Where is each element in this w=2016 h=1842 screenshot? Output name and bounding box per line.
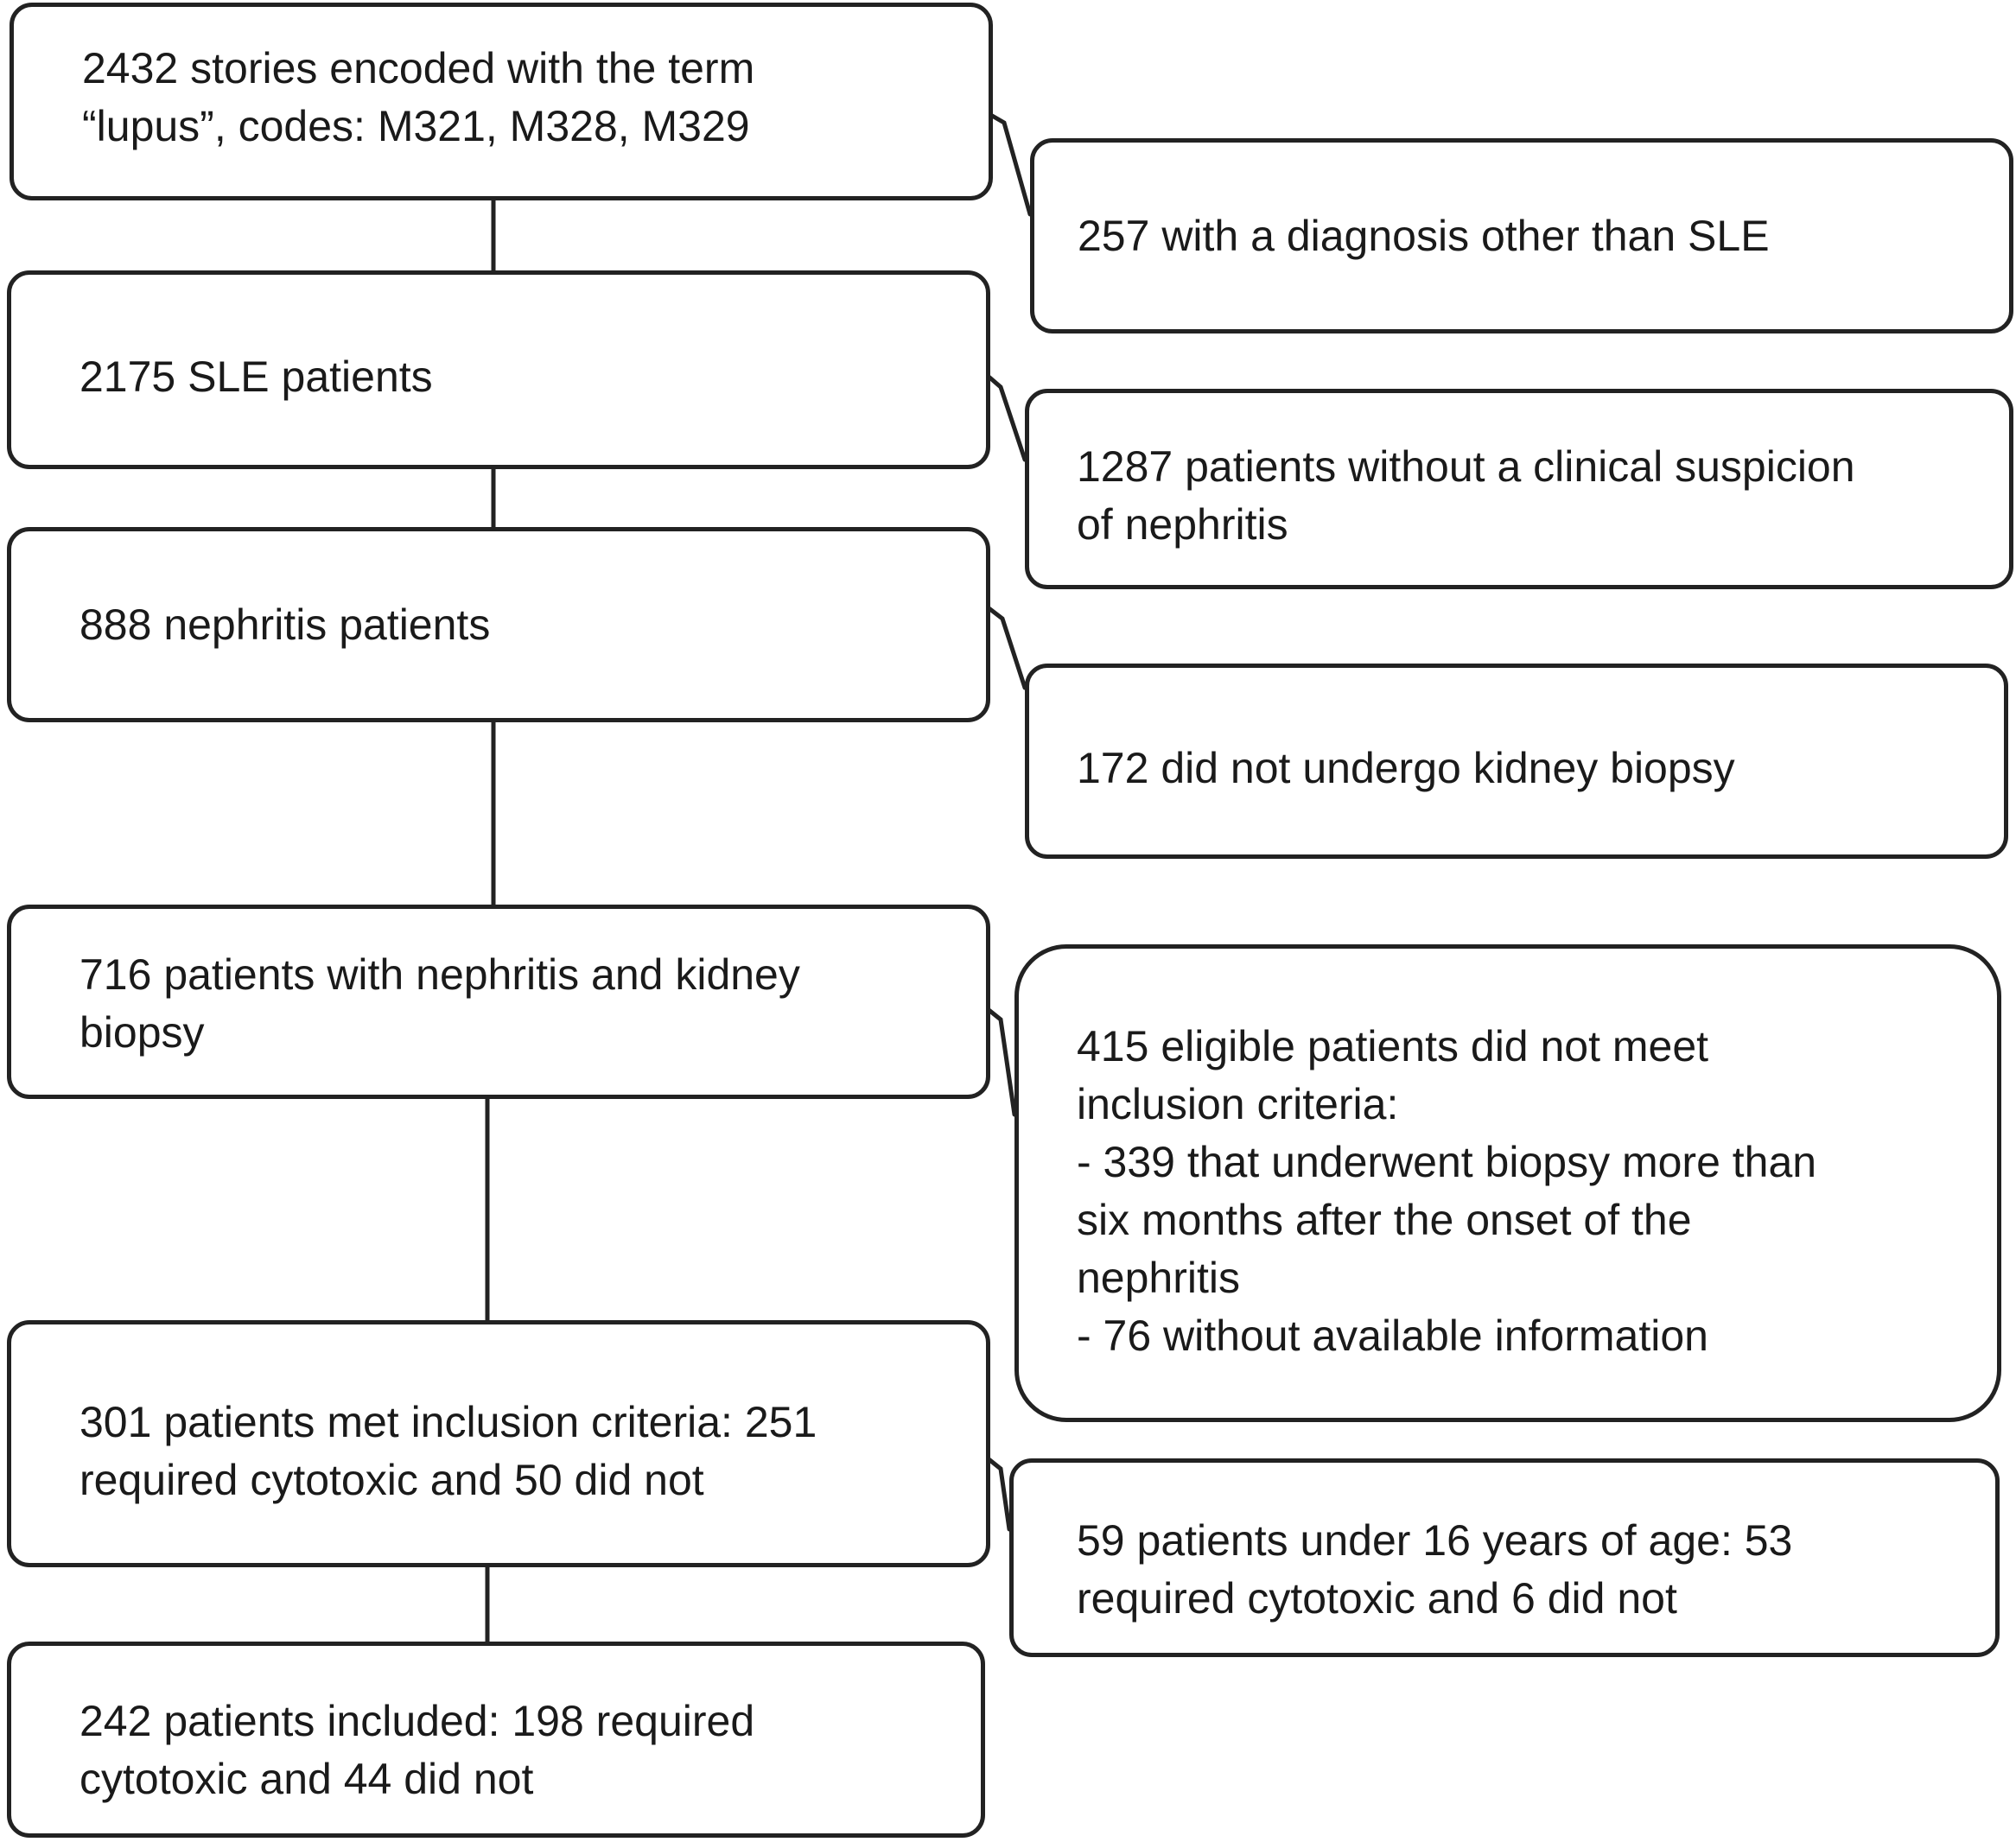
exclusion-box-text: 257 with a diagnosis other than SLE — [1078, 212, 1770, 260]
branch-connector-5 — [985, 1456, 1012, 1532]
exclusion-box-under-16: 59 patients under 16 years of age: 53 re… — [1009, 1458, 2000, 1657]
exclusion-box-no-suspicion: 1287 patients without a clinical suspici… — [1025, 389, 2013, 589]
flow-box-text: 716 patients with nephritis and kidney — [79, 950, 800, 999]
exclusion-box-text: - 76 without available information — [1077, 1312, 1708, 1360]
exclusion-box-not-eligible: 415 eligible patients did not meet inclu… — [1014, 944, 2001, 1422]
branch-connector-3 — [985, 605, 1027, 690]
exclusion-box-text: six months after the onset of the — [1077, 1196, 1692, 1244]
branch-connector-2 — [985, 373, 1027, 462]
flow-box-sle-patients: 2175 SLE patients — [7, 270, 990, 469]
flow-box-text: 2432 stories encoded with the term — [82, 44, 755, 92]
flow-box-text: biopsy — [79, 1008, 205, 1057]
branch-connector-1 — [985, 111, 1033, 217]
flow-box-included: 242 patients included: 198 required cyto… — [7, 1642, 985, 1838]
flow-box-text: cytotoxic and 44 did not — [79, 1755, 534, 1803]
flow-box-biopsy-patients: 716 patients with nephritis and kidney b… — [7, 905, 990, 1099]
exclusion-box-text: 59 patients under 16 years of age: 53 — [1077, 1516, 1793, 1565]
exclusion-box-text: inclusion criteria: — [1077, 1080, 1399, 1128]
exclusion-box-other-diagnosis: 257 with a diagnosis other than SLE — [1030, 138, 2013, 333]
exclusion-box-text: - 339 that underwent biopsy more than — [1077, 1138, 1817, 1186]
exclusion-box-text: 1287 patients without a clinical suspici… — [1077, 442, 1855, 491]
exclusion-box-text: required cytotoxic and 6 did not — [1077, 1574, 1677, 1623]
flow-box-nephritis-patients: 888 nephritis patients — [7, 527, 990, 722]
flow-box-text: required cytotoxic and 50 did not — [79, 1456, 704, 1504]
exclusion-box-text: nephritis — [1077, 1254, 1240, 1302]
branch-connector-4 — [985, 1007, 1017, 1117]
flow-box-text: 2175 SLE patients — [79, 353, 433, 401]
exclusion-box-text: 172 did not undergo kidney biopsy — [1077, 744, 1735, 792]
flow-box-records: 2432 stories encoded with the term “lupu… — [10, 3, 993, 200]
flow-box-met-criteria: 301 patients met inclusion criteria: 251… — [7, 1320, 990, 1567]
flow-box-text: 301 patients met inclusion criteria: 251 — [79, 1398, 817, 1446]
flow-box-text: “lupus”, codes: M321, M328, M329 — [82, 102, 750, 150]
flow-box-text: 242 patients included: 198 required — [79, 1697, 755, 1745]
flow-box-text: 888 nephritis patients — [79, 600, 491, 649]
exclusion-box-text: of nephritis — [1077, 500, 1288, 549]
exclusion-box-no-biopsy: 172 did not undergo kidney biopsy — [1025, 664, 2008, 859]
exclusion-box-text: 415 eligible patients did not meet — [1077, 1022, 1709, 1070]
